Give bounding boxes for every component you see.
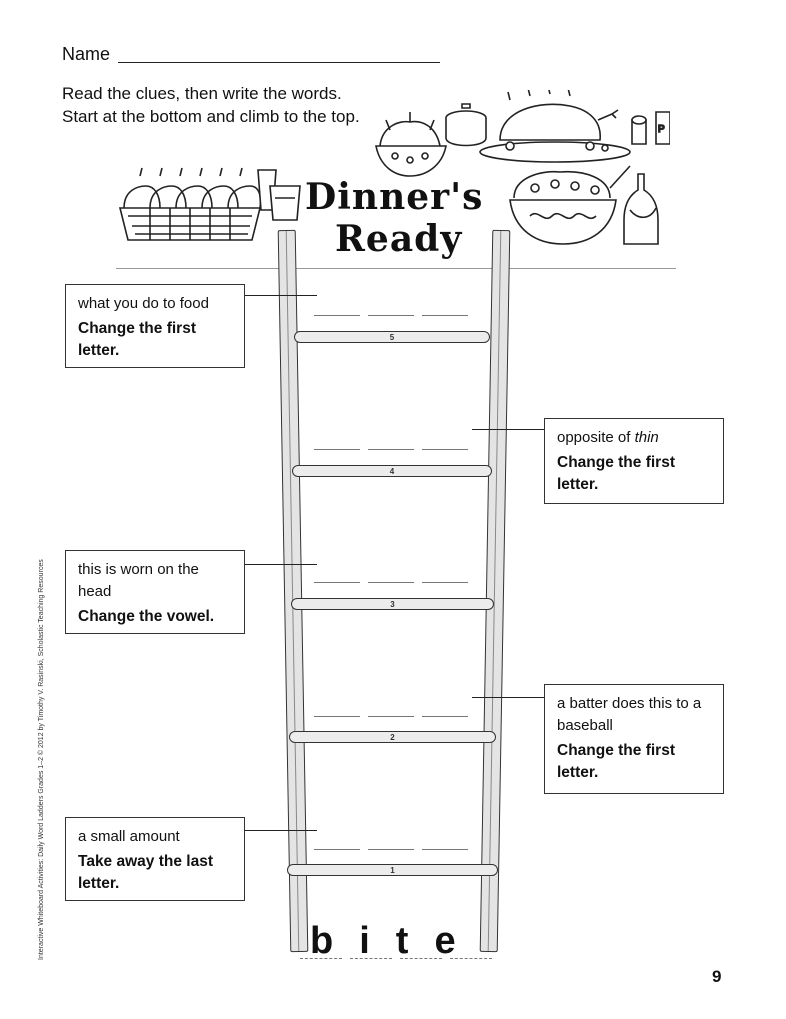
answer-blanks-2[interactable] — [314, 716, 468, 717]
instruction-line-2: Start at the bottom and climb to the top… — [62, 107, 360, 126]
name-label: Name — [62, 44, 111, 64]
page-title: Dinner's Ready — [305, 176, 483, 260]
clue-instruction: Take away the last letter. — [78, 853, 213, 892]
start-letter: t — [395, 920, 409, 962]
bread-basket-icon — [118, 167, 262, 241]
clue-instruction: Change the vowel. — [78, 608, 215, 625]
start-word: b i t e — [310, 920, 456, 963]
clue-connector-1 — [245, 830, 317, 831]
ladder-rung-2: 2 — [289, 731, 496, 743]
title-line-2: Ready — [335, 218, 463, 260]
clue-instruction: Change the first letter. — [78, 320, 196, 359]
clue-box-2: a batter does this to a baseball Change … — [544, 684, 724, 794]
answer-blanks-4[interactable] — [314, 449, 468, 450]
clue-box-3: this is worn on the head Change the vowe… — [65, 550, 245, 634]
clue-text: this is worn on the head — [78, 561, 199, 600]
start-letter: e — [434, 920, 456, 962]
start-letter: i — [359, 920, 370, 962]
ladder-rung-5: 5 — [294, 331, 490, 343]
ladder-rung-4: 4 — [292, 465, 492, 477]
pot-icon — [445, 103, 487, 147]
rice-bowl-icon — [375, 112, 447, 177]
clue-connector-4 — [472, 429, 544, 430]
ladder-rung-1: 1 — [287, 864, 498, 876]
header-divider — [116, 268, 676, 269]
page-number: 9 — [712, 967, 722, 986]
cup-icon — [257, 169, 301, 221]
answer-blanks-1[interactable] — [314, 849, 468, 850]
answer-blanks-5[interactable] — [314, 315, 468, 316]
clue-box-1: a small amount Take away the last letter… — [65, 817, 245, 901]
name-field[interactable] — [118, 62, 440, 63]
clue-instruction: Change the first letter. — [557, 454, 675, 493]
start-letter: b — [310, 920, 334, 962]
roast-turkey-icon — [479, 90, 631, 163]
clue-connector-5 — [245, 295, 317, 296]
clue-text: a small amount — [78, 828, 180, 845]
clue-box-5: what you do to food Change the first let… — [65, 284, 245, 368]
clue-text: opposite of thin — [557, 429, 659, 446]
clue-connector-3 — [245, 564, 317, 565]
salad-bowl-icon — [509, 165, 631, 245]
clue-text: what you do to food — [78, 295, 209, 312]
clue-instruction: Change the first letter. — [557, 742, 675, 781]
clue-text: a batter does this to a baseball — [557, 695, 702, 734]
svg-text:P: P — [658, 124, 665, 135]
ladder-rung-3: 3 — [291, 598, 494, 610]
copyright-credit: Interactive Whiteboard Activities: Daily… — [38, 559, 45, 960]
clue-connector-2 — [472, 697, 544, 698]
title-line-1: Dinner's — [305, 176, 484, 218]
start-word-lines — [300, 958, 492, 959]
clue-box-4: opposite of thin Change the first letter… — [544, 418, 724, 504]
bottle-icon — [623, 173, 659, 245]
instruction-line-1: Read the clues, then write the words. — [62, 84, 342, 103]
salt-pepper-icon: P — [631, 111, 670, 145]
dinner-food-illustration: P — [118, 90, 670, 245]
answer-blanks-3[interactable] — [314, 582, 468, 583]
